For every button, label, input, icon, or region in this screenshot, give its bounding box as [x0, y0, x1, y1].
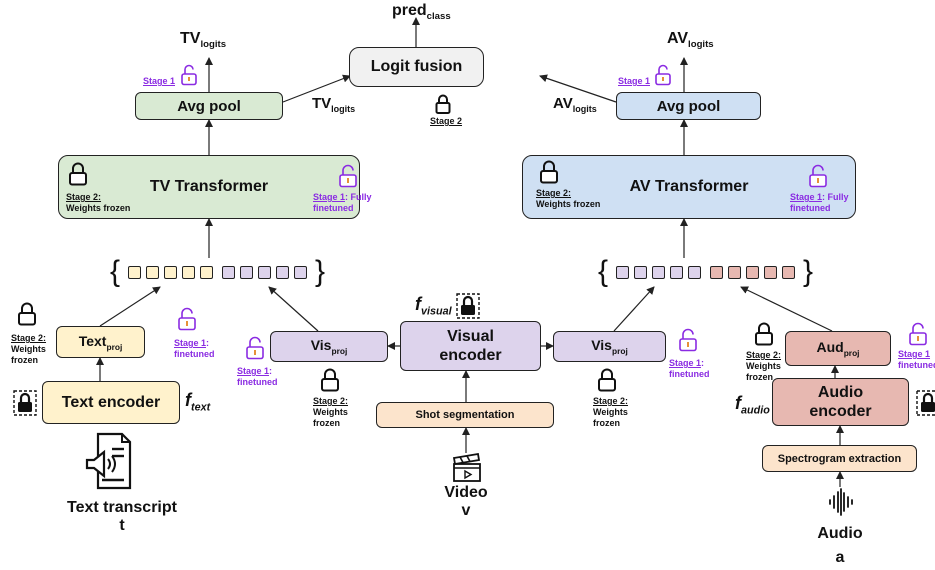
- lock-open-icon: [245, 336, 265, 365]
- f-visual-label: fvisual: [415, 294, 452, 318]
- lock-closed-icon: [539, 160, 559, 189]
- shot-segmentation-box: Shot segmentation: [376, 402, 554, 428]
- lock-closed-icon: [754, 322, 774, 351]
- brace-close: }: [315, 255, 326, 288]
- visual-token: [634, 265, 648, 279]
- audio-input-label: Audio a: [817, 525, 863, 566]
- lock-closed-icon: [435, 94, 451, 119]
- lock-open-icon: [908, 322, 928, 351]
- audio-token: [746, 265, 760, 279]
- text-encoder-box: Text encoder: [42, 381, 180, 424]
- lock-closed-icon: [320, 368, 340, 397]
- aud-proj-box: Audproj: [785, 331, 891, 366]
- clapperboard-icon: [452, 452, 482, 488]
- lock-open-icon: [180, 64, 198, 91]
- text-token: [146, 265, 160, 279]
- audio-token: [782, 265, 796, 279]
- logit-fusion-box: Logit fusion: [349, 47, 484, 87]
- visual-token: [222, 265, 236, 279]
- visual-token: [652, 265, 666, 279]
- av-avg-pool-box: Avg pool: [616, 92, 761, 120]
- transcript-speaker-icon: [84, 432, 134, 495]
- brace-open: {: [598, 255, 609, 288]
- vis-proj-left-stage2-note: Stage 2: Weights frozen: [313, 396, 349, 428]
- vis-proj-right-stage1-note: Stage 1: finetuned: [669, 358, 710, 379]
- tv-stage2-note: Stage 2: Weights frozen: [66, 192, 131, 213]
- av-logits-side: AVlogits: [553, 95, 597, 114]
- vis-proj-left-box: Visproj: [270, 331, 388, 362]
- text-proj-stage2-note: Stage 2: Weights frozen: [11, 333, 47, 365]
- lock-closed-dashed-icon: [456, 293, 480, 324]
- vis-proj-left-stage1-note: Stage 1: finetuned: [237, 366, 278, 387]
- tv-pool-stage1-label: Stage 1: [143, 76, 176, 86]
- audio-encoder-box: Audio encoder: [772, 378, 909, 426]
- text-proj-box: Textproj: [56, 326, 145, 358]
- visual-token: [276, 265, 290, 279]
- av-stage1-note: Stage 1: Fully finetuned: [790, 192, 849, 213]
- audio-token: [710, 265, 724, 279]
- visual-encoder-box: Visual encoder: [400, 321, 541, 371]
- text-token: [200, 265, 214, 279]
- visual-token: [616, 265, 630, 279]
- tv-transformer-box: TV Transformer: [58, 155, 360, 219]
- text-token: [164, 265, 178, 279]
- text-token: [128, 265, 142, 279]
- brace-open: {: [110, 255, 121, 288]
- tv-logits-top: TVlogits: [180, 30, 227, 51]
- visual-token: [688, 265, 702, 279]
- lock-closed-icon: [17, 302, 37, 331]
- visual-token: [240, 265, 254, 279]
- tv-stage1-note: Stage 1: Fully finetuned: [313, 192, 372, 213]
- av-token-sequence: { }: [590, 257, 821, 287]
- av-pool-stage1-label: Stage 1: [618, 76, 651, 86]
- aud-proj-stage2-note: Stage 2: Weights frozen: [746, 350, 782, 382]
- visual-token: [294, 265, 308, 279]
- spectrogram-extraction-box: Spectrogram extraction: [762, 445, 917, 472]
- pred-class-label: predclass: [392, 2, 451, 23]
- aud-proj-stage1-note: Stage 1 finetuned: [898, 349, 935, 370]
- visual-token: [670, 265, 684, 279]
- lock-open-icon: [338, 164, 358, 193]
- av-stage2-note: Stage 2: Weights frozen: [536, 188, 601, 209]
- vis-proj-right-stage2-note: Stage 2: Weights frozen: [593, 396, 629, 428]
- waveform-icon: [826, 487, 856, 522]
- video-label: Video v: [444, 484, 488, 519]
- tv-token-sequence: { }: [102, 257, 333, 287]
- lock-open-icon: [808, 164, 828, 193]
- lock-closed-icon: [68, 162, 88, 191]
- text-token: [182, 265, 196, 279]
- av-transformer-box: AV Transformer: [522, 155, 856, 219]
- visual-token: [258, 265, 272, 279]
- tv-logits-side: TVlogits: [312, 95, 356, 114]
- av-logits-top: AVlogits: [667, 30, 714, 51]
- text-transcript-label: Text transcript t: [67, 499, 177, 534]
- audio-token: [728, 265, 742, 279]
- fusion-stage2-label: Stage 2: [430, 116, 463, 126]
- audio-token: [764, 265, 778, 279]
- text-proj-stage1-note: Stage 1: finetuned: [174, 338, 215, 359]
- lock-closed-icon: [597, 368, 617, 397]
- tv-avg-pool-box: Avg pool: [135, 92, 283, 120]
- brace-close: }: [803, 255, 814, 288]
- lock-open-icon: [654, 64, 672, 91]
- lock-open-icon: [678, 328, 698, 357]
- f-audio-label: faudio: [735, 393, 770, 417]
- lock-closed-dashed-icon: [916, 390, 935, 421]
- lock-closed-dashed-icon: [13, 390, 37, 421]
- f-text-label: ftext: [185, 390, 211, 414]
- lock-open-icon: [177, 307, 197, 336]
- vis-proj-right-box: Visproj: [553, 331, 666, 362]
